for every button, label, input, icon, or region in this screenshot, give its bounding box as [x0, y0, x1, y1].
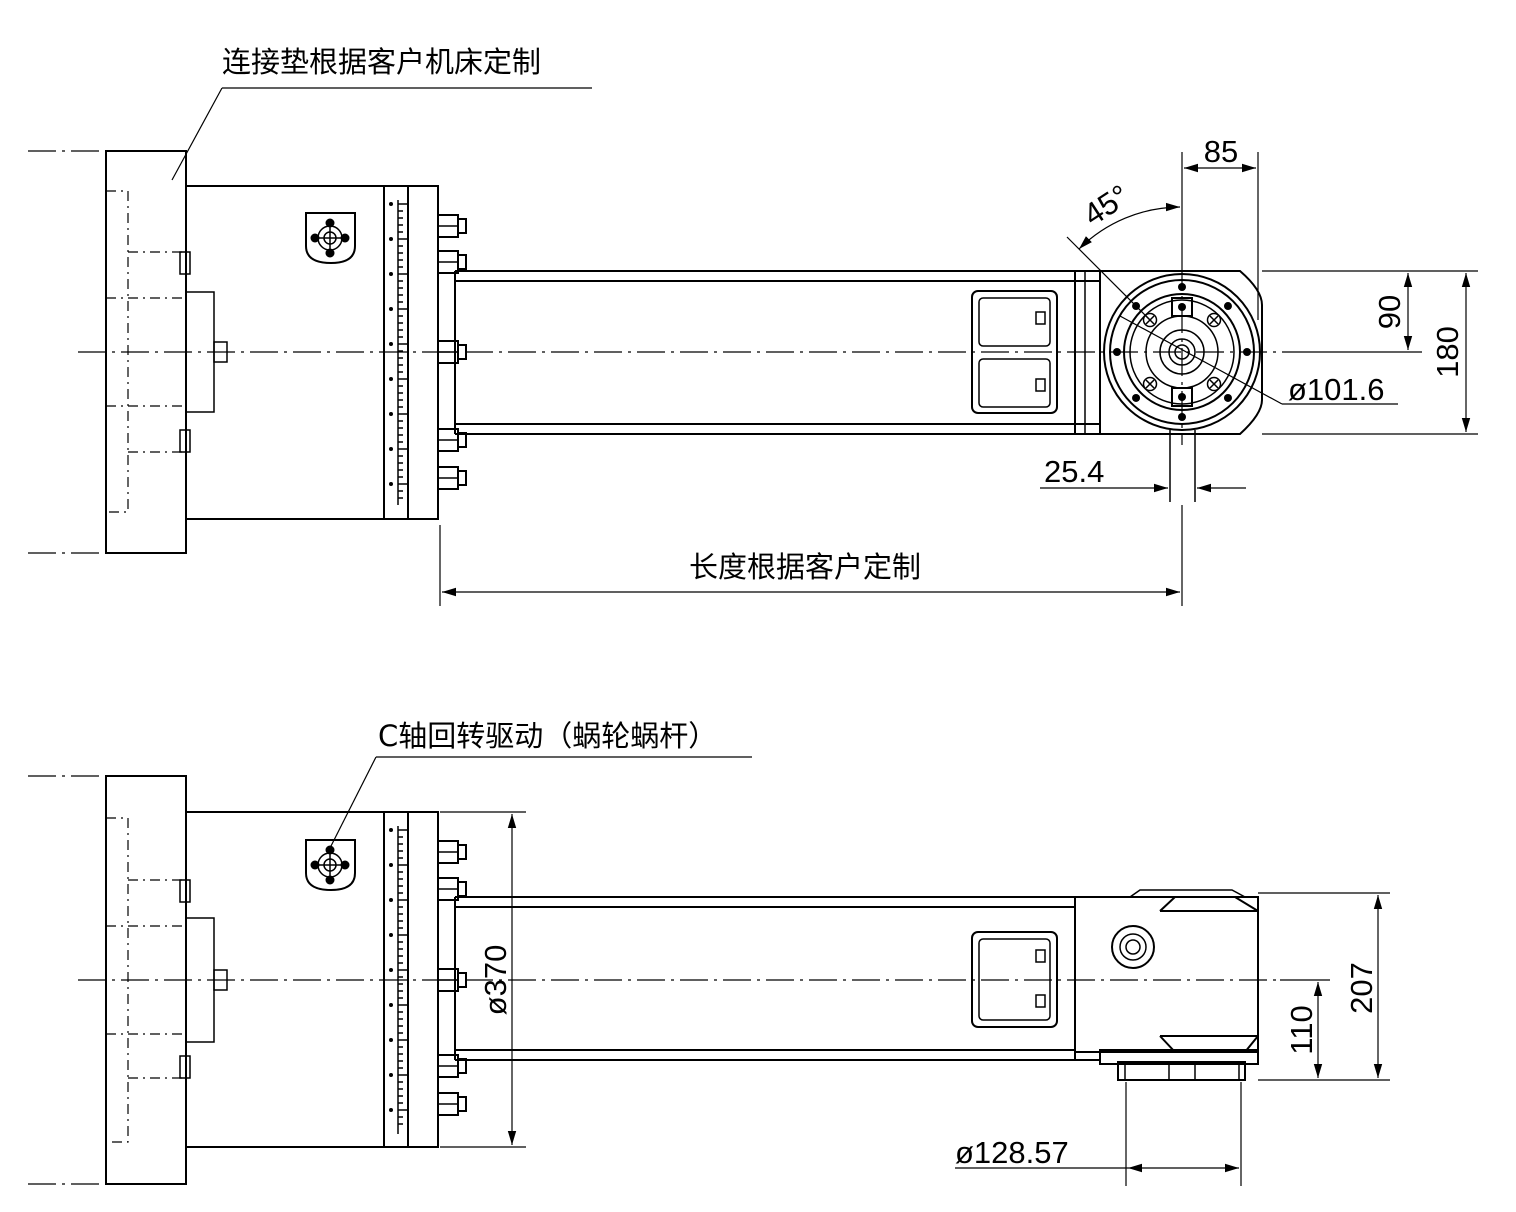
dimension-length: 长度根据客户定制: [439, 505, 1183, 606]
arm-bottom: [454, 896, 1100, 1061]
top-view: 85 45° 90 180 ø101.6 25.4: [28, 45, 1478, 606]
dimension-101: ø101.6: [1119, 315, 1398, 407]
dim-45-label: 45°: [1077, 178, 1135, 233]
dim-207-label: 207: [1344, 962, 1379, 1014]
dim-90-label: 90: [1372, 295, 1407, 329]
top-callout-text: 连接垫根据客户机床定制: [222, 45, 541, 79]
dimension-128: ø128.57: [955, 1082, 1242, 1186]
dimension-25: 25.4: [1040, 454, 1246, 493]
dim-370-label: ø370: [478, 945, 513, 1016]
dimension-85: 85: [1181, 134, 1259, 320]
dimension-370: ø370: [440, 811, 526, 1148]
dim-128-label: ø128.57: [955, 1135, 1069, 1170]
dim-85-label: 85: [1204, 134, 1238, 169]
bottom-callout: C轴回转驱动（蜗轮蜗杆）: [326, 719, 752, 854]
length-note: 长度根据客户定制: [689, 550, 921, 584]
dim-25-label: 25.4: [1044, 454, 1104, 489]
dimension-207-110: 207 110: [1258, 892, 1390, 1081]
bottom-view: ø370 207 110 ø128.57 C轴回转驱动（蜗轮蜗杆）: [28, 719, 1390, 1186]
drive-symbol-top: [305, 212, 356, 265]
head-bottom: [1075, 889, 1259, 1081]
dim-110-label: 110: [1284, 1005, 1319, 1054]
dim-180-label: 180: [1430, 326, 1465, 378]
bottom-callout-text: C轴回转驱动（蜗轮蜗杆）: [378, 719, 717, 753]
head-top: [1099, 262, 1263, 502]
dimension-90-180: 90 180: [1262, 270, 1478, 435]
dimension-45: 45°: [1066, 178, 1181, 321]
top-callout: 连接垫根据客户机床定制: [171, 45, 592, 181]
dim-101-label: ø101.6: [1288, 372, 1385, 407]
